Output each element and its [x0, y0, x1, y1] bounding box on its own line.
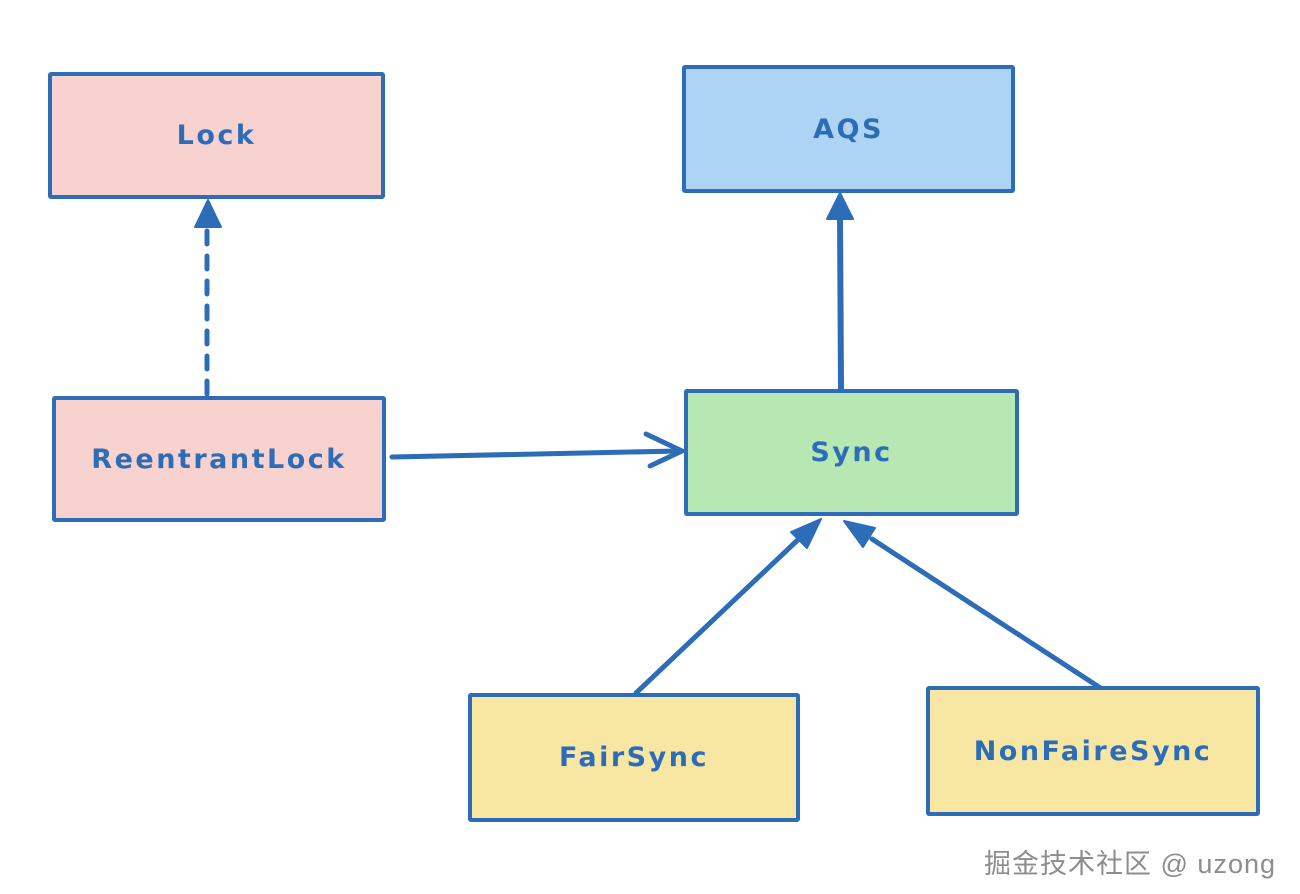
- node-aqs-label: AQS: [813, 113, 884, 145]
- node-lock-label: Lock: [176, 120, 257, 151]
- watermark: 掘金技术社区 @ uzong: [984, 849, 1276, 879]
- node-nonfairesync-label: NonFaireSync: [973, 735, 1213, 767]
- node-aqs: AQS: [682, 65, 1015, 193]
- edge-fairsync-to-sync: [633, 518, 822, 696]
- node-fairsync-label: FairSync: [559, 742, 709, 773]
- edge-sync-to-aqs: [826, 192, 854, 391]
- edge-nonfairesync-to-sync: [843, 520, 1105, 692]
- node-fairsync: FairSync: [468, 693, 800, 822]
- node-sync: Sync: [684, 389, 1019, 516]
- node-sync-label: Sync: [810, 437, 893, 468]
- node-reentrantlock-label: ReentrantLock: [91, 443, 347, 475]
- edge-reentrantlock-to-lock: [194, 199, 222, 397]
- node-nonfairesync: NonFaireSync: [926, 686, 1260, 816]
- edge-reentrantlock-to-sync: [389, 431, 688, 469]
- node-lock: Lock: [48, 72, 385, 199]
- node-reentrantlock: ReentrantLock: [52, 396, 386, 522]
